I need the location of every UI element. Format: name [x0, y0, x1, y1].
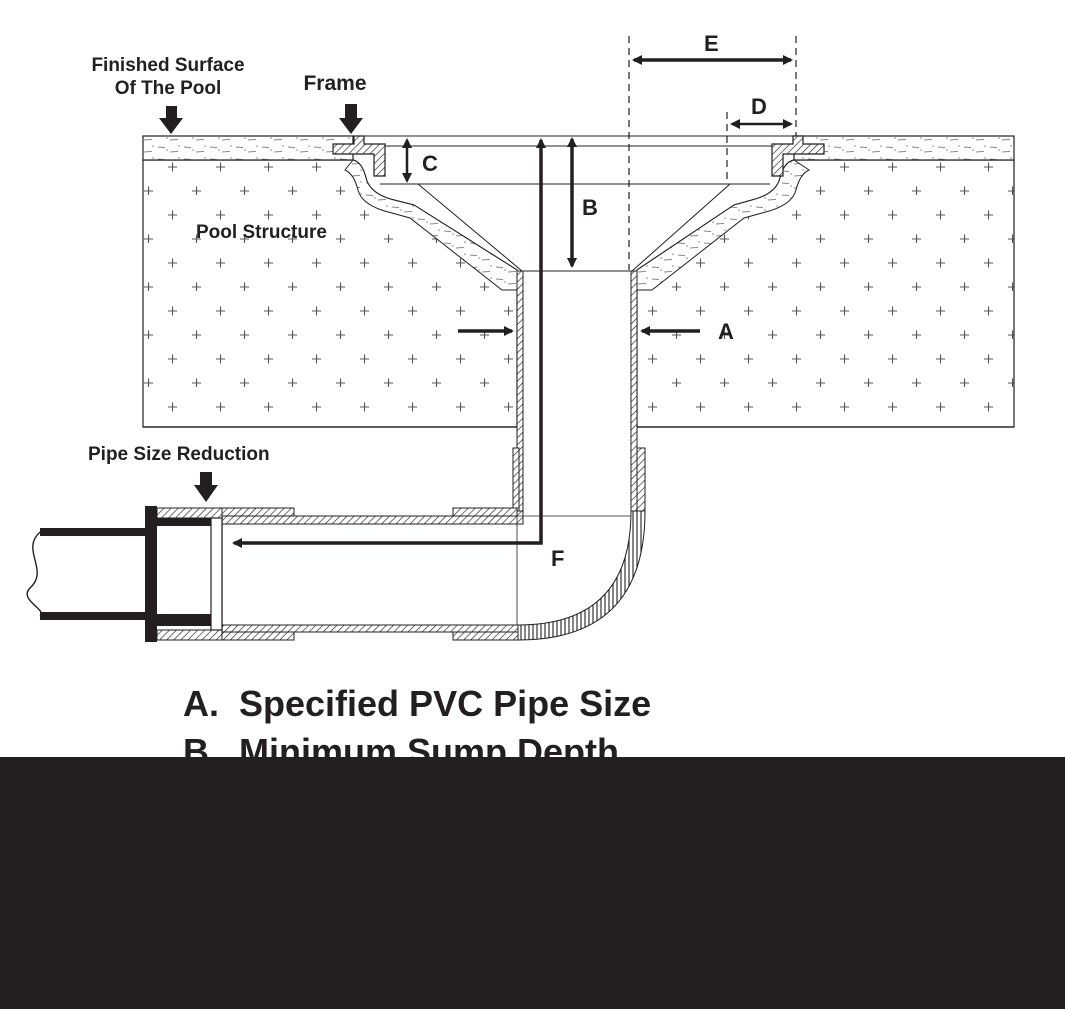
frame-label: Frame [303, 72, 366, 95]
pipe-size-reduction-label: Pipe Size Reduction [88, 444, 270, 465]
dimension-a-label: A [718, 319, 734, 344]
frame-arrow-icon [339, 104, 363, 134]
dimension-f-label: F [551, 546, 564, 571]
finished-surface-label-line1: Finished Surface [91, 55, 244, 76]
dimension-lines [232, 36, 797, 548]
dimension-b-label: B [582, 195, 598, 220]
dimension-e-label: E [704, 31, 719, 56]
legend-item: A. Specified PVC Pipe Size [183, 680, 651, 728]
pipe-size-reduction-arrow-icon [194, 472, 218, 502]
pipe-elbow [221, 507, 646, 641]
outlet-pipe [26, 528, 145, 620]
finished-surface-label-line2: Of The Pool [115, 78, 222, 99]
legend-item-key: A. [183, 683, 219, 724]
vertical-pipe [512, 270, 646, 525]
pool-structure-label: Pool Structure [196, 222, 327, 243]
black-band [0, 757, 1065, 1009]
pool-structure [142, 159, 1015, 428]
finished-surface-arrow-icon [159, 106, 183, 134]
pipe-reducer [145, 506, 223, 642]
legend-item-text: Specified PVC Pipe Size [239, 683, 652, 724]
dimension-c-label: C [422, 151, 438, 176]
pointer-arrows [159, 104, 363, 502]
dimension-d-label: D [751, 94, 767, 119]
